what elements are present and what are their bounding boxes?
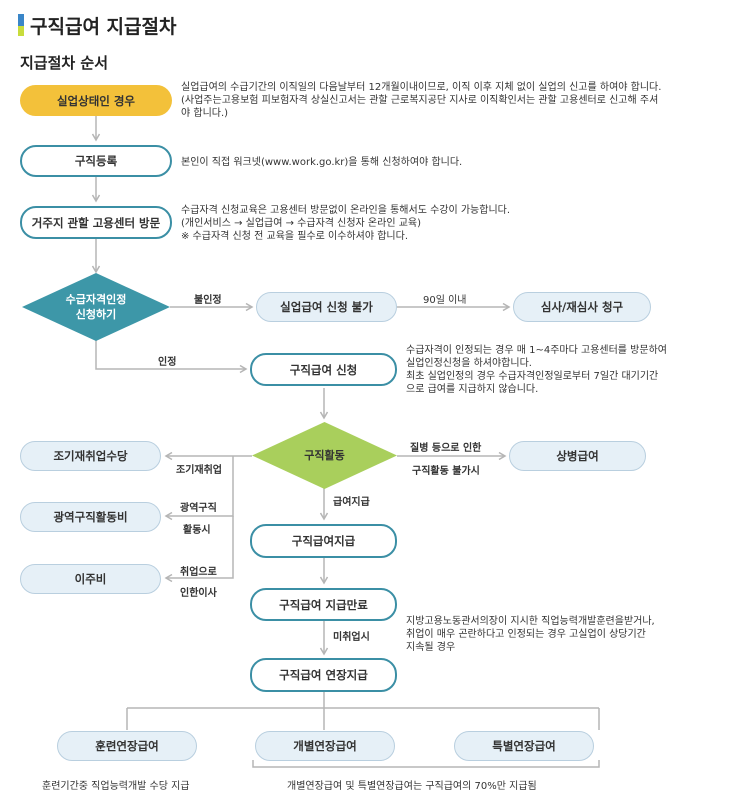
- node-extended: 구직급여 연장지급: [250, 658, 397, 692]
- node-relocation-label: 이주비: [74, 572, 107, 586]
- label-sickness-2: 구직활동 불가시: [412, 466, 480, 477]
- node-eligibility-diamond: [22, 273, 170, 341]
- node-training-ext: 훈련연장급여: [57, 731, 197, 761]
- desc-pay-end-line: 취업이 매우 곤란하다고 인정되는 경우 고실업이 상당기간: [406, 629, 646, 640]
- node-not-possible: 실업급여 신청 불가: [256, 292, 397, 322]
- desc-unemployed-line: 야 합니다.): [181, 108, 229, 119]
- node-pay-end-label: 구직급여 지급만료: [279, 597, 368, 612]
- node-review: 심사/재심사 청구: [513, 292, 651, 322]
- desc-unemployed-line: 실업급여의 수급기간의 이직일의 다음날부터 12개월이내이므로, 이직 이후 …: [181, 82, 662, 93]
- label-approved: 인정: [158, 357, 177, 368]
- desc-center-visit-line: ※ 수급자격 신청 전 교육을 필수로 이수하셔야 합니다.: [181, 231, 409, 242]
- node-individual-ext: 개별연장급여: [255, 731, 395, 761]
- label-within-90: 90일 이내: [423, 295, 467, 306]
- node-early-reemp-label: 조기재취업수당: [53, 449, 128, 463]
- desc-apply-line: 으로 급여를 지급하지 않습니다.: [406, 384, 539, 395]
- label-sickness-1: 질병 등으로 인한: [410, 443, 482, 454]
- desc-apply-line: 수급자격이 인정되는 경우 매 1~4주마다 고용센터를 방문하여: [406, 345, 667, 356]
- node-unemployed-label: 실업상태인 경우: [56, 93, 136, 108]
- title-accent-bar: [18, 14, 24, 36]
- node-sickness: 상병급여: [509, 441, 646, 471]
- node-wide-area: 광역구직활동비: [20, 502, 161, 532]
- label-denied: 불인정: [194, 295, 222, 306]
- node-early-reemp: 조기재취업수당: [20, 441, 161, 471]
- label-not-employed: 미취업시: [333, 632, 370, 643]
- desc-center-visit-line: (개인서비스 → 실업급여 → 수급자격 신청자 온라인 교육): [181, 218, 422, 229]
- node-sickness-label: 상병급여: [556, 449, 599, 463]
- desc-pay-end-line: 지속될 경우: [406, 642, 456, 653]
- label-wide-2: 활동시: [183, 525, 211, 536]
- node-eligibility-line: 신청하기: [75, 308, 117, 321]
- desc-unemployed-line: (사업주는고용보험 피보험자격 상실신고서는 관할 근로복지공단 지사로 이직확…: [181, 95, 659, 106]
- desc-unemployed: 실업급여의 수급기간의 이직일의 다음날부터 12개월이내이므로, 이직 이후 …: [181, 81, 661, 120]
- node-center-visit: 거주지 관할 고용센터 방문: [20, 206, 172, 239]
- arrow-approved: [95, 340, 248, 374]
- ext-note-bracket: [252, 760, 600, 768]
- note-training: 훈련기간중 직업능력개발 수당 지급: [42, 781, 190, 792]
- node-pay-end: 구직급여 지급만료: [250, 588, 397, 621]
- node-eligibility-line: 수급자격인정: [65, 293, 127, 306]
- node-payment-label: 구직급여지급: [291, 534, 356, 548]
- label-reloc-1: 취업으로: [180, 567, 217, 578]
- arrow-relocation: [164, 516, 234, 583]
- node-unemployed: 실업상태인 경우: [20, 85, 172, 116]
- node-review-label: 심사/재심사 청구: [540, 300, 624, 314]
- title-accent-bar-blue: [18, 14, 24, 26]
- section-title: 지급절차 순서: [20, 54, 109, 72]
- node-extended-label: 구직급여 연장지급: [279, 668, 368, 682]
- desc-pay-end-line: 지방고용노동관서의장이 지시한 직업능력개발훈련을받거나,: [406, 616, 655, 627]
- node-center-visit-label: 거주지 관할 고용센터 방문: [31, 215, 161, 230]
- label-reloc-2: 인한이사: [180, 588, 217, 599]
- title-accent-bar-green: [18, 26, 24, 36]
- node-payment: 구직급여지급: [250, 524, 397, 558]
- node-training-ext-label: 훈련연장급여: [95, 739, 159, 753]
- node-special-ext-label: 특별연장급여: [492, 739, 556, 753]
- label-pay: 급여지급: [333, 497, 370, 508]
- node-eligibility-label: 수급자격인정 신청하기: [22, 273, 170, 341]
- note-ext-rate: 개별연장급여 및 특별연장급여는 구직급여의 70%만 지급됨: [287, 781, 537, 792]
- node-not-possible-label: 실업급여 신청 불가: [280, 300, 373, 314]
- node-job-register-label: 구직등록: [74, 154, 118, 168]
- desc-job-register-line: 본인이 직접 워크넷(www.work.go.kr)을 통해 신청하여야 합니다…: [181, 157, 463, 168]
- desc-center-visit-line: 수급자격 신청교육은 고용센터 방문없이 온라인을 통해서도 수강이 가능합니다…: [181, 205, 511, 216]
- node-wide-area-label: 광역구직활동비: [53, 510, 128, 524]
- node-job-search-diamond: [252, 422, 397, 489]
- node-apply-label: 구직급여 신청: [289, 362, 358, 377]
- desc-job-register: 본인이 직접 워크넷(www.work.go.kr)을 통해 신청하여야 합니다…: [181, 156, 462, 169]
- page-title: 구직급여 지급절차: [30, 16, 177, 38]
- desc-pay-end: 지방고용노동관서의장이 지시한 직업능력개발훈련을받거나, 취업이 매우 곤란하…: [406, 615, 655, 654]
- desc-center-visit: 수급자격 신청교육은 고용센터 방문없이 온라인을 통해서도 수강이 가능합니다…: [181, 204, 510, 243]
- node-job-search-label: 구직활동: [304, 449, 345, 462]
- desc-apply-line: 최초 실업인정의 경우 수급자격인정일로부터 7일간 대기기간: [406, 371, 659, 382]
- node-apply: 구직급여 신청: [250, 353, 397, 386]
- desc-apply-line: 실업인정신청을 하셔야합니다.: [406, 358, 532, 369]
- node-relocation: 이주비: [20, 564, 161, 594]
- node-job-register: 구직등록: [20, 145, 172, 177]
- desc-apply: 수급자격이 인정되는 경우 매 1~4주마다 고용센터를 방문하여 실업인정신청…: [406, 344, 667, 396]
- node-special-ext: 특별연장급여: [454, 731, 594, 761]
- label-wide-1: 광역구직: [180, 503, 217, 514]
- label-early: 조기재취업: [176, 465, 222, 476]
- node-individual-ext-label: 개별연장급여: [293, 739, 357, 753]
